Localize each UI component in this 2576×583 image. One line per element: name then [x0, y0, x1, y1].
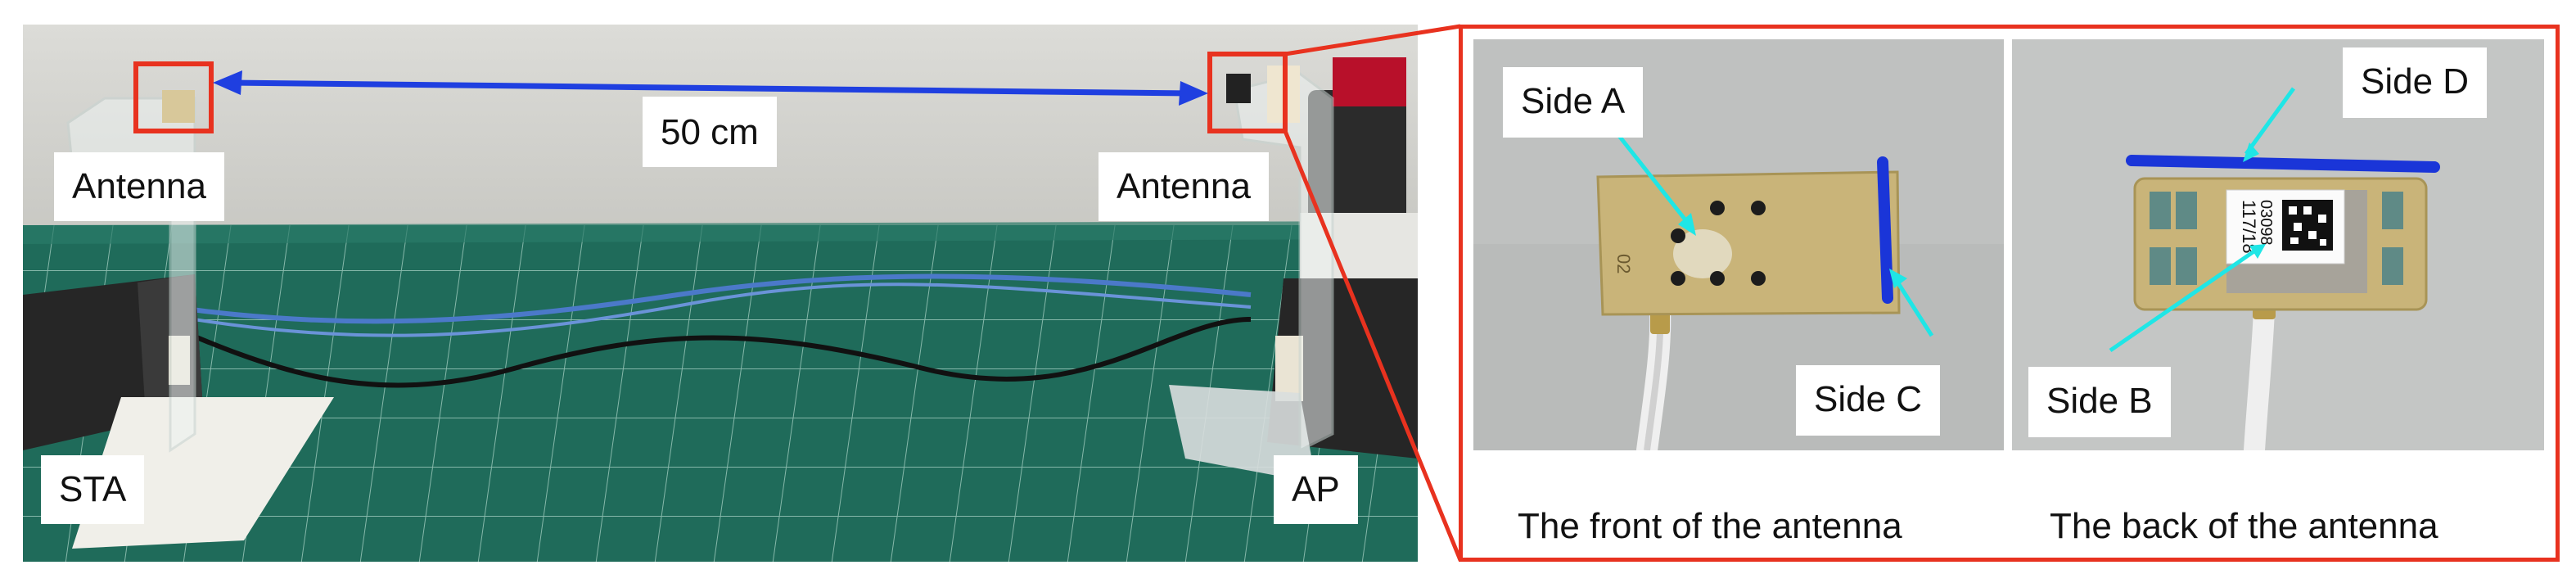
antenna-back-marking: 117/18 — [2239, 200, 2259, 254]
antenna-inset-frame — [1459, 25, 2560, 562]
sta-label: STA — [41, 455, 145, 524]
distance-arrow — [213, 70, 1208, 106]
ap-label: AP — [1274, 455, 1358, 524]
back-caption: The back of the antenna — [2050, 506, 2438, 546]
antenna-left-label: Antenna — [54, 152, 224, 221]
side-d-label: Side D — [2343, 47, 2488, 118]
antenna-front-marking: 02 — [1613, 254, 1634, 273]
side-d-marker — [2126, 155, 2440, 173]
side-b-label: Side B — [2028, 367, 2171, 437]
antenna-front-pcb — [1596, 170, 1901, 316]
side-a-label: Side A — [1503, 67, 1644, 138]
side-c-label: Side C — [1796, 365, 1941, 436]
antenna-back-marking-2: 03098 — [2257, 200, 2275, 246]
black-cable — [152, 317, 1252, 388]
antenna-right-label: Antenna — [1099, 152, 1269, 221]
datamatrix-code — [2282, 200, 2333, 251]
antenna-left-highlight — [133, 61, 214, 133]
side-c-marker — [1877, 156, 1893, 304]
front-caption: The front of the antenna — [1518, 506, 1902, 546]
antenna-right-highlight — [1207, 52, 1288, 133]
blue-cable — [145, 273, 1252, 324]
distance-label: 50 cm — [643, 97, 777, 167]
